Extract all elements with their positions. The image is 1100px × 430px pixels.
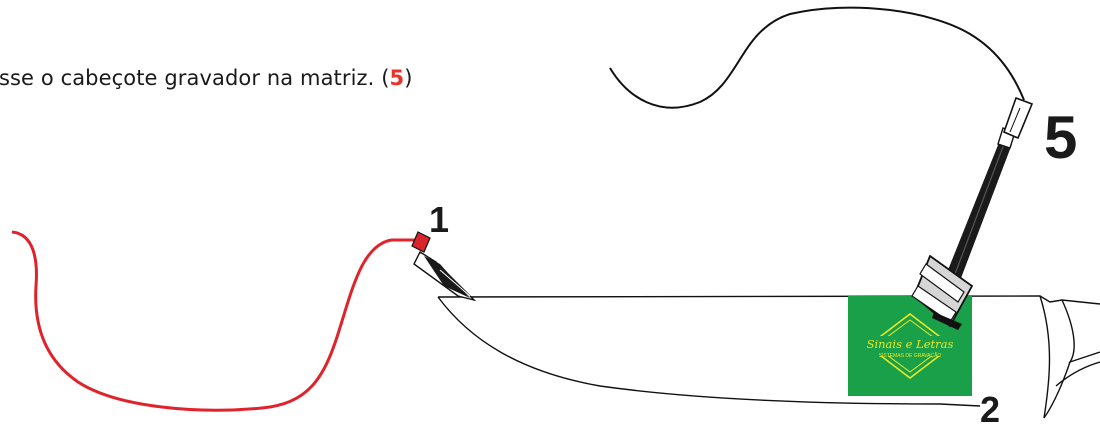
label-head: 5: [1044, 104, 1078, 171]
knife-blade: [437, 295, 1100, 305]
engraving-head-icon: [911, 96, 1034, 330]
matrix-logo: Sinais e Letras SISTEMAS DE GRAVAÇÃO: [860, 312, 960, 380]
instruction-step-number: 5: [389, 66, 405, 90]
red-cable: [11, 230, 418, 412]
knife-bolster: [1039, 295, 1051, 419]
logo-brand: Sinais e Letras: [867, 337, 954, 351]
alligator-clip-icon: [411, 231, 477, 302]
instruction-text: asse o cabeçote gravador na matriz. (5): [0, 66, 413, 90]
label-clip: 1: [429, 199, 450, 240]
logo-tagline: SISTEMAS DE GRAVAÇÃO: [879, 352, 942, 359]
knife-handle: [1043, 299, 1100, 419]
knife-edge: [437, 296, 981, 407]
knife-handle-top: [1055, 361, 1100, 387]
label-knife: 2: [980, 389, 1001, 430]
instruction-prefix: asse o cabeçote gravador na matriz. (: [0, 66, 390, 90]
instruction-suffix: ): [404, 66, 413, 90]
black-cable: [609, 6, 1025, 109]
